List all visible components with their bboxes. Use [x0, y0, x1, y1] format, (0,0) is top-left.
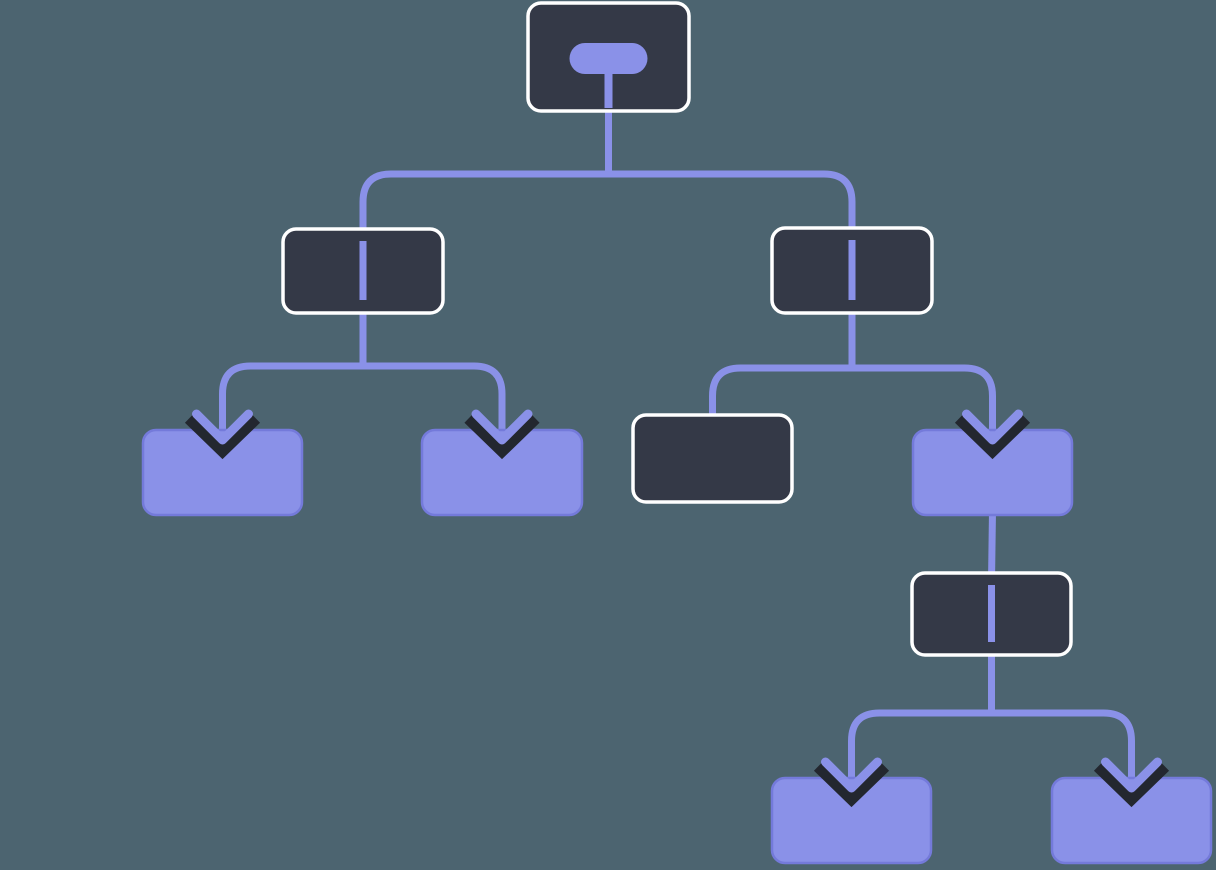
- leaf-node-2-box[interactable]: [420, 428, 584, 517]
- vertical-line-decoration: [848, 240, 856, 300]
- arrow-chevron-dark: [184, 411, 261, 460]
- root-node[interactable]: [526, 1, 691, 113]
- arrow-chevron-purple: [471, 409, 533, 445]
- plain-dark-node-box[interactable]: [631, 413, 794, 504]
- connector-line: [848, 709, 1135, 786]
- plain-dark-node[interactable]: [631, 413, 794, 504]
- arrow-chevron-purple: [962, 409, 1023, 445]
- arrow-chevron-purple: [192, 409, 253, 445]
- vertical-line-decoration: [988, 585, 995, 642]
- vertical-line-decoration: [359, 241, 367, 300]
- arrow-down-icon: [184, 409, 261, 460]
- branch-node-right[interactable]: [770, 226, 934, 315]
- leaf-node-4[interactable]: [770, 776, 933, 865]
- leaf-node-5-box[interactable]: [1050, 776, 1213, 865]
- leaf-node-4-box[interactable]: [770, 776, 933, 865]
- connector-line: [988, 510, 996, 582]
- arrow-down-icon: [954, 409, 1031, 460]
- arrow-chevron-purple: [1101, 757, 1162, 793]
- leaf-node-5[interactable]: [1050, 776, 1213, 865]
- arrow-chevron-dark: [813, 759, 890, 808]
- connectors: [219, 107, 1135, 786]
- branch-node-bottom[interactable]: [910, 571, 1073, 657]
- arrow-down-icon: [464, 409, 540, 460]
- leaf-node-2[interactable]: [420, 428, 584, 517]
- connector-line: [359, 170, 856, 237]
- branch-node-left[interactable]: [281, 227, 445, 315]
- arrow-down-icon: [813, 757, 890, 808]
- leaf-node-3[interactable]: [911, 428, 1074, 517]
- leaf-node-3-box[interactable]: [911, 428, 1074, 517]
- arrow-chevron-dark: [1093, 759, 1170, 808]
- leaf-node-1[interactable]: [141, 428, 304, 517]
- arrow-down-icon: [1093, 757, 1170, 808]
- arrow-chevron-purple: [821, 757, 882, 793]
- pill-stem-decoration: [604, 71, 613, 108]
- arrowheads: [184, 409, 1170, 808]
- pill-decoration: [569, 43, 648, 74]
- nodes: [141, 1, 1213, 865]
- connector-line: [219, 362, 506, 438]
- arrow-chevron-dark: [954, 411, 1031, 460]
- arrow-chevron-dark: [464, 411, 540, 460]
- connector-line: [709, 364, 996, 438]
- leaf-node-1-box[interactable]: [141, 428, 304, 517]
